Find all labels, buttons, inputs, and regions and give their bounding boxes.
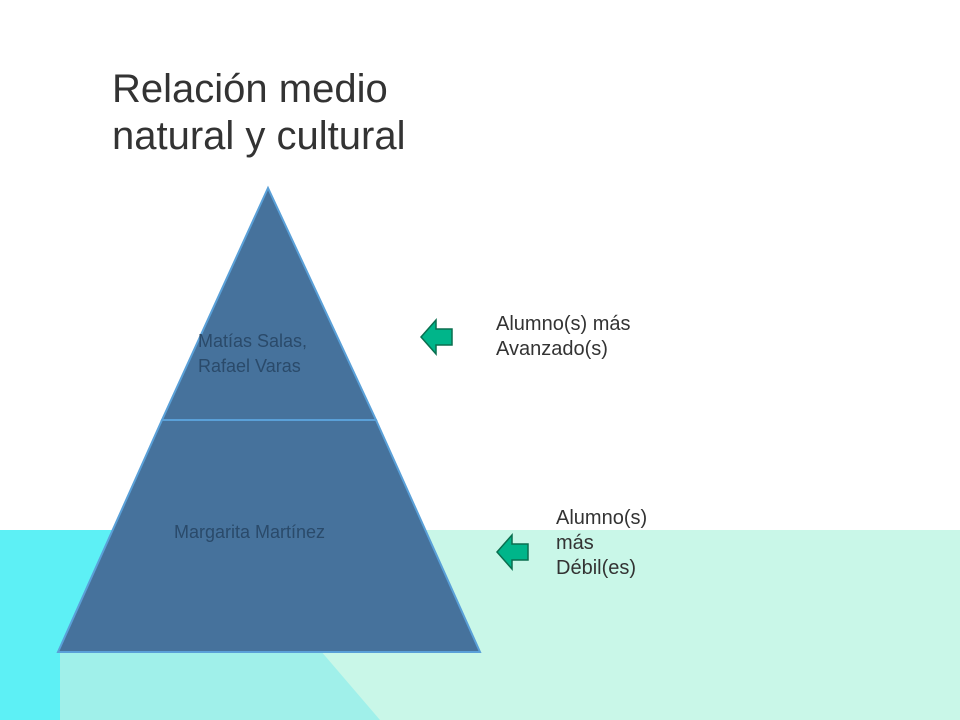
- bottom-tier-label: Margarita Martínez: [174, 520, 325, 545]
- title-line-1: Relación medio: [112, 67, 388, 111]
- left-arrow-icon: [496, 533, 529, 571]
- left-arrow-icon: [420, 318, 453, 356]
- top-tier-label: Matías Salas, Rafael Varas: [198, 329, 307, 379]
- weaker-label-line-3: Débil(es): [556, 557, 637, 579]
- bottom-tier-line-1: Margarita Martínez: [174, 522, 326, 542]
- pyramid-bottom-tier: [56, 419, 482, 653]
- top-tier-line-2: Rafael Varas: [198, 356, 301, 376]
- bg-light-shape: [60, 650, 380, 720]
- top-tier-line-1: Matías Salas,: [198, 331, 308, 351]
- weaker-label-line-2: más: [556, 532, 594, 554]
- weaker-students-label: Alumno(s) más Débil(es): [556, 506, 647, 581]
- slide-title: Relación medio natural y cultural: [112, 66, 712, 160]
- advanced-students-label: Alumno(s) más Avanzado(s): [496, 312, 630, 362]
- pyramid-top-tier: [160, 185, 378, 421]
- advanced-label-line-1: Alumno(s) más: [496, 313, 631, 335]
- weaker-label-line-1: Alumno(s): [556, 507, 648, 529]
- title-line-2: natural y cultural: [112, 114, 406, 158]
- advanced-label-line-2: Avanzado(s): [496, 338, 608, 360]
